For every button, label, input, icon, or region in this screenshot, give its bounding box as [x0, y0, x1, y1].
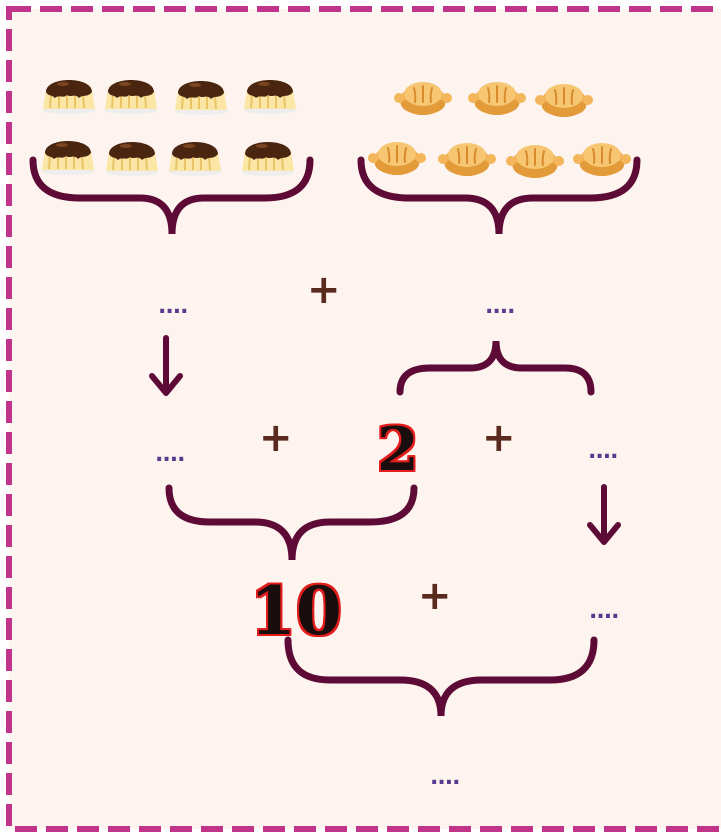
dashed-border	[6, 6, 721, 832]
number-split-part: 2	[377, 415, 419, 485]
number-ten: 10	[250, 572, 342, 650]
brace-pie-group	[357, 156, 641, 235]
blank-top-left[interactable]: ....	[158, 294, 188, 319]
flan-pudding-icon	[104, 141, 160, 177]
flan-pudding-icon	[41, 79, 97, 115]
brace-flan-group	[29, 156, 314, 235]
blank-top-right[interactable]: ....	[485, 294, 515, 319]
flan-pudding-icon	[40, 140, 96, 176]
arrow-down-right	[587, 484, 621, 545]
flan-pudding-icon	[167, 141, 223, 177]
blank-total[interactable]: ....	[430, 765, 460, 790]
plus-sign-middle-left: +	[259, 415, 293, 461]
blank-middle-right[interactable]: ....	[588, 439, 618, 464]
flan-pudding-icon	[173, 80, 229, 116]
flan-pudding-icon	[103, 79, 159, 115]
blank-lower-right[interactable]: ....	[589, 599, 619, 624]
plus-sign-middle-right: +	[482, 415, 516, 461]
brace-total	[284, 636, 598, 717]
brace-split	[396, 340, 595, 396]
flan-pudding-icon	[242, 79, 298, 115]
plus-sign-lower: +	[418, 573, 452, 619]
brace-make-ten	[165, 484, 418, 561]
plus-sign-top: +	[307, 267, 341, 313]
flan-pudding-icon	[240, 141, 296, 177]
arrow-down-left	[149, 335, 183, 396]
blank-middle-left[interactable]: ....	[155, 442, 185, 467]
